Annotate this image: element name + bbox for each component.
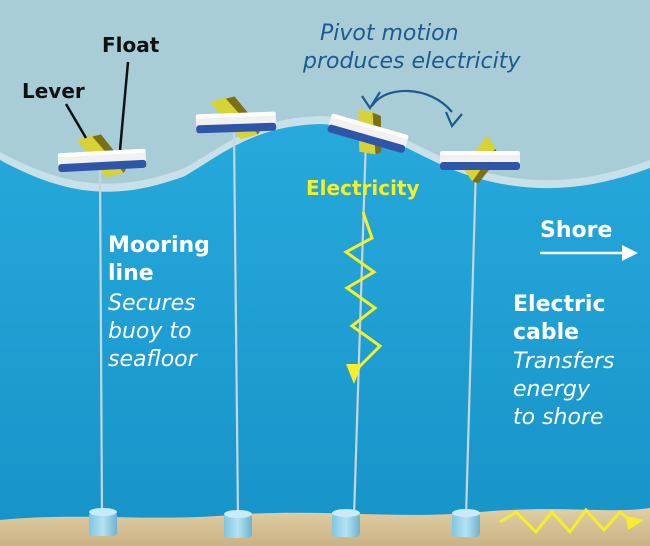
buoy-1: [57, 134, 147, 178]
cable-title-line1: Electric: [513, 292, 606, 317]
mooring-line-4: [464, 165, 478, 518]
electricity-bolt-down: [343, 211, 383, 374]
mooring-desc-line3: seafloor: [108, 347, 197, 372]
buoy-4: [440, 135, 520, 184]
pivot-label-line2: produces electricity: [303, 49, 521, 74]
buoy-2: [195, 96, 277, 140]
cable-title-line2: cable: [513, 320, 580, 345]
electricity-arrowhead-down: [346, 364, 362, 384]
mooring-line-1: [98, 166, 104, 517]
cable-desc-line2: energy: [513, 377, 591, 402]
mooring-lines: [98, 132, 478, 519]
anchor-2: [224, 510, 252, 538]
electric-cable-arrowhead: [626, 516, 644, 530]
shore-arrow-icon: [540, 245, 638, 261]
shore-label: Shore: [540, 218, 613, 243]
float-pointer-line: [118, 61, 130, 151]
buoy-3: [327, 109, 409, 155]
electricity-label: Electricity: [306, 176, 420, 200]
sea: [0, 124, 650, 546]
mooring-title-line1: Mooring: [108, 233, 210, 258]
mooring-desc-line1: Secures: [108, 291, 196, 316]
anchor-1: [89, 508, 117, 536]
cable-desc-line1: Transfers: [513, 349, 615, 374]
anchor-4: [452, 509, 480, 537]
anchor-3: [332, 509, 360, 537]
seafloor: [0, 508, 650, 546]
lever-label: Lever: [22, 79, 85, 103]
mooring-title-line2: line: [108, 261, 154, 286]
mooring-desc-line2: buoy to: [108, 319, 192, 344]
float-label: Float: [102, 33, 160, 57]
anchors: [89, 508, 480, 538]
mooring-line-2: [232, 132, 240, 519]
cable-desc-line3: to shore: [513, 405, 604, 430]
mooring-line-3: [352, 136, 368, 518]
electric-cable-bolt: [499, 507, 635, 535]
pivot-label-line1: Pivot motion: [320, 21, 459, 46]
pivot-motion-arrow: [361, 89, 463, 129]
lever-pointer-line: [64, 103, 88, 139]
